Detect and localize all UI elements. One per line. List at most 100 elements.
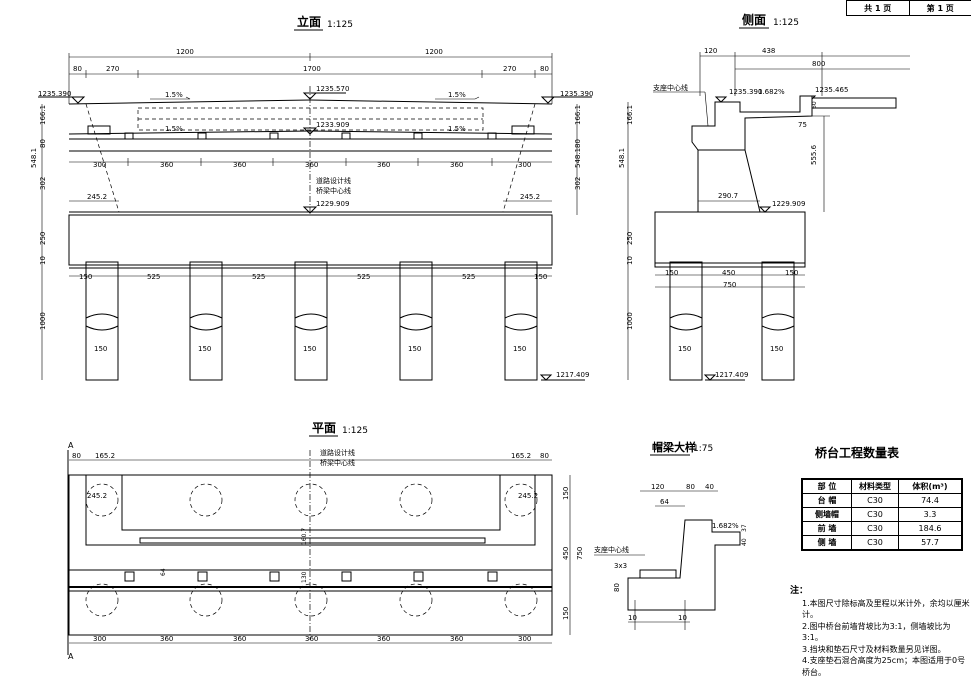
svg-text:A: A [68, 441, 74, 450]
svg-text:150: 150 [513, 345, 526, 353]
abutment-drawing: 立面 1:125 侧面 1:125 平面 1:125 帽梁大样 1:75 120… [0, 0, 971, 661]
svg-text:150: 150 [562, 607, 570, 620]
quantity-table: 部 位 材料类型 体积(m³) 台 帽 C30 74.4 侧墙帽 C30 3.3… [801, 478, 963, 551]
svg-text:80: 80 [72, 452, 81, 460]
svg-text:438: 438 [762, 47, 775, 55]
svg-text:80: 80 [574, 139, 582, 148]
elev-mark-center: 1235.570 [316, 85, 349, 93]
svg-text:450: 450 [722, 269, 735, 277]
detail-title: 帽梁大样 1:75 [650, 440, 713, 455]
elev-dim-1200-right: 1200 [425, 48, 443, 56]
side-view: 120 438 800 支座中心线 1235.390 1.682% 1235.4… [618, 47, 910, 380]
svg-text:10: 10 [626, 256, 634, 265]
svg-text:64: 64 [160, 568, 167, 576]
svg-text:150: 150 [303, 345, 316, 353]
svg-text:250: 250 [626, 232, 634, 245]
svg-text:80: 80 [39, 139, 47, 148]
svg-text:360: 360 [377, 161, 390, 169]
svg-text:80: 80 [686, 483, 695, 491]
svg-text:1000: 1000 [39, 312, 47, 330]
svg-text:120: 120 [651, 483, 664, 491]
side-piles: 150 150 [670, 262, 794, 380]
svg-text:1.682%: 1.682% [758, 88, 785, 96]
svg-text:302: 302 [574, 177, 582, 190]
table-header-row: 部 位 材料类型 体积(m³) [802, 479, 962, 494]
svg-text:360: 360 [160, 635, 173, 643]
svg-text:360: 360 [160, 161, 173, 169]
elev-dim-1200-left: 1200 [176, 48, 194, 56]
svg-text:450: 450 [562, 547, 570, 560]
svg-text:750: 750 [576, 547, 584, 560]
svg-text:40: 40 [705, 483, 714, 491]
svg-text:A: A [68, 652, 74, 661]
svg-text:1235.465: 1235.465 [815, 86, 848, 94]
svg-text:150: 150 [665, 269, 678, 277]
cap-detail-view: 120 80 40 64 1.682% 37 40 支座中心线 3x3 80 1… [594, 483, 748, 630]
svg-text:1:125: 1:125 [342, 426, 368, 436]
svg-text:360: 360 [233, 635, 246, 643]
svg-text:360: 360 [305, 161, 318, 169]
svg-text:80: 80 [613, 583, 621, 592]
svg-text:166.1: 166.1 [626, 105, 634, 125]
svg-text:支座中心线: 支座中心线 [594, 545, 629, 554]
svg-text:525: 525 [462, 273, 475, 281]
svg-text:1217.409: 1217.409 [715, 371, 748, 379]
svg-text:525: 525 [147, 273, 160, 281]
svg-text:245.2: 245.2 [520, 193, 540, 201]
svg-text:300: 300 [518, 635, 531, 643]
svg-text:130: 130 [301, 571, 308, 583]
svg-text:40: 40 [741, 538, 748, 546]
col-material: 材料类型 [852, 479, 899, 494]
svg-text:帽梁大样: 帽梁大样 [652, 440, 696, 454]
svg-text:555.6: 555.6 [810, 144, 818, 165]
svg-text:245.2: 245.2 [87, 193, 107, 201]
svg-text:1229.909: 1229.909 [316, 200, 349, 208]
table-row: 侧 墙 C30 57.7 [802, 536, 962, 551]
svg-text:80: 80 [540, 65, 549, 73]
svg-text:360: 360 [377, 635, 390, 643]
svg-text:3x3: 3x3 [614, 562, 627, 570]
col-volume: 体积(m³) [899, 479, 963, 494]
note-item: 3.挡块和垫石尺寸及材料数量另见详图。 [790, 644, 971, 656]
svg-text:侧面: 侧面 [742, 12, 766, 27]
svg-text:64: 64 [660, 498, 669, 506]
svg-text:150: 150 [534, 273, 547, 281]
svg-text:1:125: 1:125 [327, 20, 353, 30]
svg-text:道路设计线: 道路设计线 [316, 176, 351, 185]
svg-text:150: 150 [678, 345, 691, 353]
svg-text:302: 302 [39, 177, 47, 190]
svg-text:75: 75 [798, 121, 807, 129]
svg-text:10: 10 [678, 614, 687, 622]
note-item: 4.支座垫石混合高度为25cm；本图适用于0号桥台。 [790, 655, 971, 678]
svg-text:150: 150 [770, 345, 783, 353]
svg-text:548.1: 548.1 [618, 148, 626, 168]
table-row: 台 帽 C30 74.4 [802, 494, 962, 508]
svg-text:支座中心线: 支座中心线 [653, 83, 688, 92]
svg-text:150: 150 [198, 345, 211, 353]
svg-text:桥梁中心线: 桥梁中心线 [316, 186, 351, 195]
svg-text:300: 300 [518, 161, 531, 169]
svg-text:150: 150 [785, 269, 798, 277]
svg-text:道路设计线: 道路设计线 [320, 448, 355, 457]
svg-text:270: 270 [106, 65, 119, 73]
svg-text:360: 360 [450, 161, 463, 169]
svg-text:166.1: 166.1 [574, 105, 582, 125]
notes-heading: 注： [790, 586, 971, 598]
table-row: 侧墙帽 C30 3.3 [802, 508, 962, 522]
svg-text:360: 360 [233, 161, 246, 169]
svg-text:桥梁中心线: 桥梁中心线 [320, 458, 355, 467]
svg-text:150: 150 [562, 487, 570, 500]
table-row: 前 墙 C30 184.6 [802, 522, 962, 536]
svg-text:150: 150 [408, 345, 421, 353]
svg-text:270: 270 [503, 65, 516, 73]
svg-text:立面: 立面 [297, 14, 321, 29]
svg-text:800: 800 [812, 60, 825, 68]
svg-text:1.5%: 1.5% [165, 91, 183, 99]
svg-text:250: 250 [39, 232, 47, 245]
svg-text:1700: 1700 [303, 65, 321, 73]
svg-text:525: 525 [252, 273, 265, 281]
plan-title: 平面 1:125 [309, 421, 368, 436]
svg-text:1:125: 1:125 [773, 18, 799, 28]
note-item: 1.本图尺寸除标高及里程以米计外，余均以厘米计。 [790, 598, 971, 621]
svg-text:245.2: 245.2 [87, 492, 107, 500]
